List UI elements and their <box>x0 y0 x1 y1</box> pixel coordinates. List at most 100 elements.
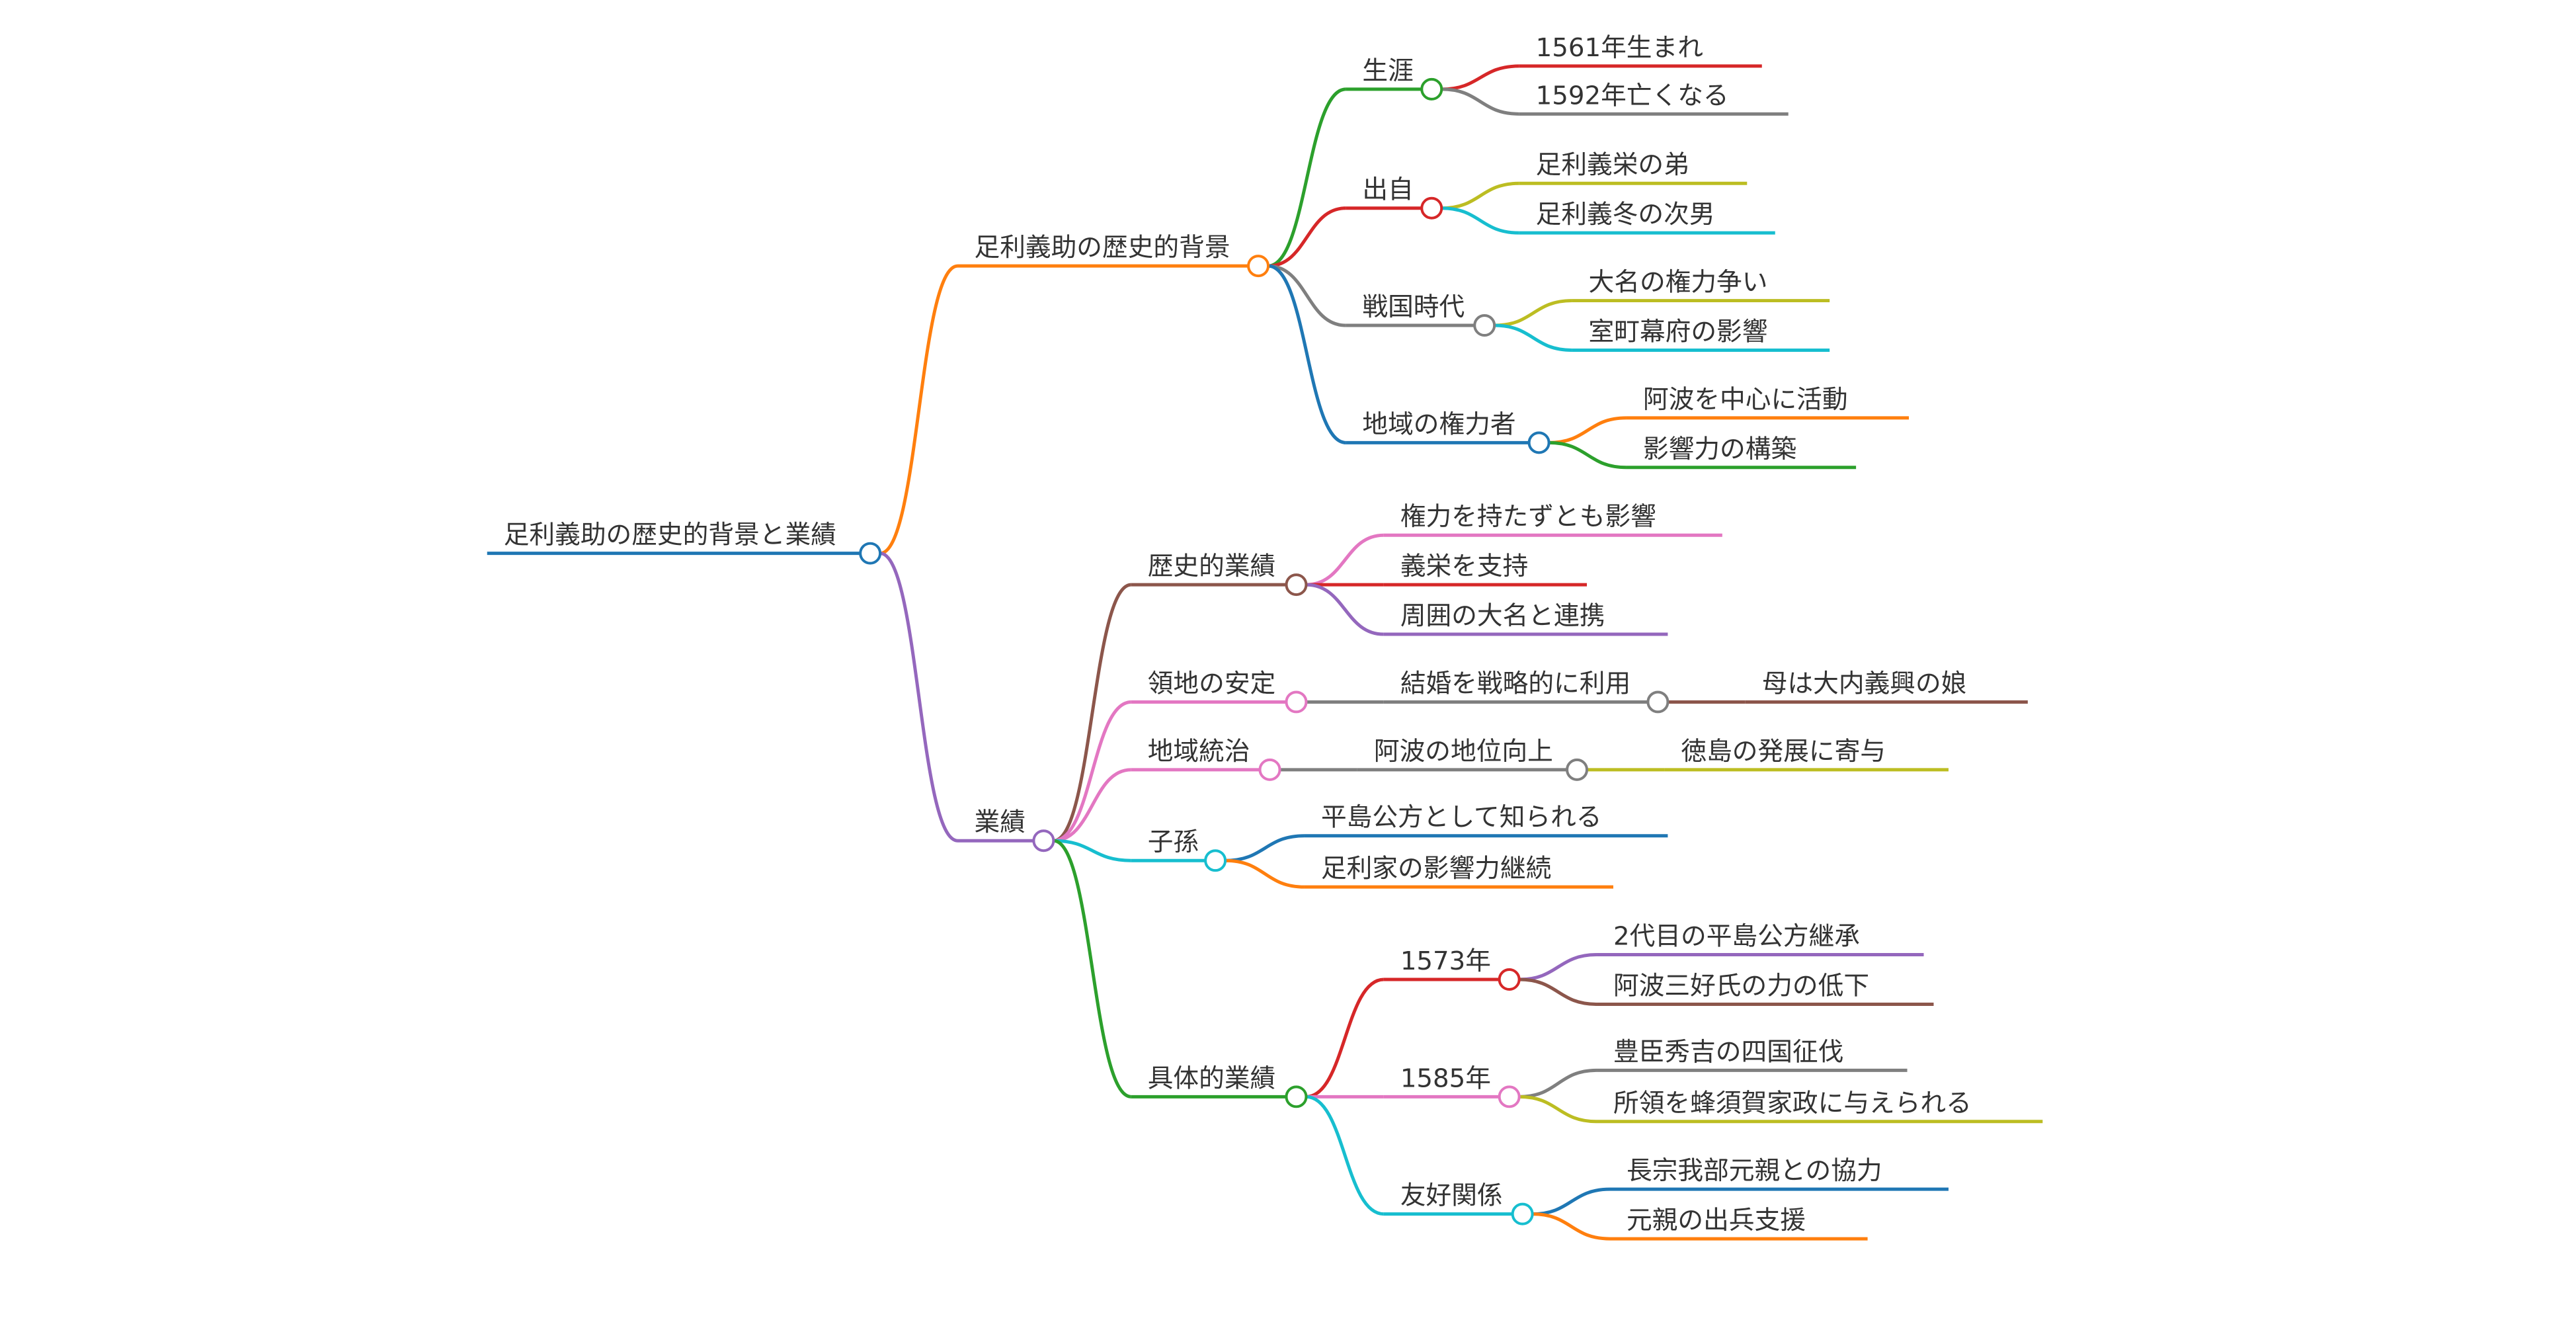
collapse-toggle-icon[interactable] <box>1420 196 1443 220</box>
node-label: 地域統治 <box>1148 737 1250 767</box>
mindmap-node[interactable]: 1592年亡くなる <box>1519 81 1789 116</box>
nodes: 足利義助の歴史的背景と業績 足利義助の歴史的背景 生涯 1561年生まれ 1592年亡く… <box>487 33 2043 1241</box>
node-label: 足利義冬の次男 <box>1536 200 1715 229</box>
mindmap-node[interactable]: 2代目の平島公方継承 <box>1597 922 1924 957</box>
mindmap-node[interactable]: 地域統治 <box>1131 737 1281 781</box>
branch-connector <box>1053 700 1132 843</box>
node-label: 足利義助の歴史的背景 <box>974 233 1230 263</box>
node-label: 地域の権力者 <box>1362 409 1515 439</box>
branch-connector <box>1549 416 1627 444</box>
branch-connector <box>1225 858 1305 889</box>
node-label: 豊臣秀吉の四国征伐 <box>1613 1037 1843 1067</box>
branch-connector <box>1532 1187 1611 1216</box>
node-label: 阿波の地位向上 <box>1374 737 1553 767</box>
branch-connector <box>879 264 959 556</box>
node-label: 周囲の大名と連携 <box>1400 601 1605 631</box>
mindmap-node[interactable]: 影響力の構築 <box>1626 435 1857 470</box>
node-label: 業績 <box>974 808 1025 837</box>
mindmap-node[interactable]: 領地の安定 <box>1131 669 1308 714</box>
mindmap-node[interactable]: 徳島の発展に寄与 <box>1664 737 1949 772</box>
node-label: 結婚を戦略的に利用 <box>1400 669 1630 698</box>
collapse-toggle-icon[interactable] <box>1258 758 1281 781</box>
branch-connector <box>1268 264 1346 327</box>
branch-connector <box>1549 440 1627 470</box>
collapse-toggle-icon[interactable] <box>1204 849 1227 872</box>
mindmap-node[interactable]: 地域の権力者 <box>1346 409 1550 454</box>
branch-connector <box>1441 181 1519 210</box>
node-label: 権力を持たずとも影響 <box>1400 502 1656 532</box>
node-label: 友好関係 <box>1400 1181 1503 1211</box>
branch-connector <box>1441 64 1519 91</box>
node-label: 義栄を支持 <box>1400 552 1529 581</box>
mindmap-node[interactable]: 室町幕府の影響 <box>1572 317 1830 352</box>
mindmap-node[interactable]: 1561年生まれ <box>1519 33 1762 68</box>
branch-connector <box>1053 583 1132 843</box>
collapse-toggle-icon[interactable] <box>1285 690 1308 714</box>
branch-connector <box>1519 953 1597 981</box>
collapse-toggle-icon[interactable] <box>1498 968 1521 991</box>
node-label: 1592年亡くなる <box>1536 81 1729 110</box>
mindmap-node[interactable]: 足利義冬の次男 <box>1519 200 1775 235</box>
collapse-toggle-icon[interactable] <box>1527 431 1550 454</box>
branch-connector <box>1306 977 1385 1099</box>
node-label: 阿波三好氏の力の低下 <box>1613 971 1869 1001</box>
mindmap-node[interactable]: 所領を蜂須賀家政に与えられる <box>1597 1089 2043 1124</box>
mindmap-node[interactable]: 平島公方として知られる <box>1304 803 1668 838</box>
mindmap-node[interactable]: 戦国時代 <box>1346 292 1496 337</box>
branch-connector <box>1494 299 1572 327</box>
node-label: 足利義助の歴史的背景と業績 <box>504 520 836 550</box>
collapse-toggle-icon[interactable] <box>859 542 882 565</box>
branch-connector <box>1268 87 1346 268</box>
root-node[interactable]: 足利義助の歴史的背景と業績 <box>487 520 882 565</box>
mindmap-node[interactable]: 友好関係 <box>1383 1181 1534 1225</box>
mindmap-node[interactable]: 足利義助の歴史的背景 <box>957 233 1270 278</box>
mindmap-node[interactable]: 母は大内義興の娘 <box>1745 669 2028 704</box>
node-label: 大名の権力争い <box>1589 268 1768 298</box>
mindmap-node[interactable]: 元親の出兵支援 <box>1610 1206 1868 1241</box>
mindmap-node[interactable]: 足利家の影響力継続 <box>1304 854 1613 889</box>
mindmap-node[interactable]: 結婚を戦略的に利用 <box>1383 669 1670 714</box>
collapse-toggle-icon[interactable] <box>1285 1085 1308 1108</box>
node-label: 徳島の発展に寄与 <box>1681 737 1886 767</box>
node-label: 所領を蜂須賀家政に与えられる <box>1613 1089 1972 1118</box>
mindmap-node[interactable]: 権力を持たずとも影響 <box>1383 502 1722 537</box>
collapse-toggle-icon[interactable] <box>1498 1085 1521 1108</box>
mindmap-node[interactable]: 1573年 <box>1383 946 1521 991</box>
node-label: 1561年生まれ <box>1536 33 1703 63</box>
mindmap-node[interactable]: 義栄を支持 <box>1383 552 1588 587</box>
branch-connector <box>1053 839 1131 862</box>
mindmap-node[interactable]: 1585年 <box>1383 1063 1521 1108</box>
collapse-toggle-icon[interactable] <box>1285 573 1308 597</box>
node-label: 子孫 <box>1148 827 1199 857</box>
mindmap-node[interactable]: 阿波を中心に活動 <box>1626 385 1910 420</box>
mindmap-node[interactable]: 豊臣秀吉の四国征伐 <box>1597 1037 1908 1072</box>
branch-connector <box>1306 1095 1385 1216</box>
mindmap-node[interactable]: 長宗我部元親との協力 <box>1610 1156 1949 1191</box>
mindmap-node[interactable]: 阿波三好氏の力の低下 <box>1597 971 1934 1006</box>
mindmap-node[interactable]: 業績 <box>957 808 1055 852</box>
node-label: 1573年 <box>1400 946 1491 976</box>
mindmap-node[interactable]: 出自 <box>1346 175 1443 220</box>
mindmap-node[interactable]: 子孫 <box>1131 827 1227 872</box>
mindmap-node[interactable]: 大名の権力争い <box>1572 268 1830 303</box>
mindmap-node[interactable]: 周囲の大名と連携 <box>1383 601 1668 636</box>
node-label: 元親の出兵支援 <box>1627 1206 1806 1235</box>
collapse-toggle-icon[interactable] <box>1247 255 1270 278</box>
node-label: 戦国時代 <box>1362 292 1465 322</box>
mindmap-node[interactable]: 具体的業績 <box>1131 1063 1308 1108</box>
node-label: 足利家の影響力継続 <box>1321 854 1551 884</box>
collapse-toggle-icon[interactable] <box>1511 1202 1534 1225</box>
mindmap-node[interactable]: 歴史的業績 <box>1131 552 1308 597</box>
collapse-toggle-icon[interactable] <box>1566 758 1589 781</box>
mindmap-node[interactable]: 足利義栄の弟 <box>1519 150 1748 185</box>
collapse-toggle-icon[interactable] <box>1032 829 1055 852</box>
branch-connector <box>879 552 959 843</box>
mindmap-node[interactable]: 阿波の地位向上 <box>1357 737 1589 781</box>
collapse-toggle-icon[interactable] <box>1473 314 1496 337</box>
collapse-toggle-icon[interactable] <box>1646 690 1670 714</box>
collapse-toggle-icon[interactable] <box>1420 77 1443 101</box>
node-label: 阿波を中心に活動 <box>1643 385 1848 415</box>
node-label: 足利義栄の弟 <box>1536 150 1689 180</box>
branch-connector <box>1441 87 1519 116</box>
mindmap-node[interactable]: 生涯 <box>1346 56 1443 101</box>
